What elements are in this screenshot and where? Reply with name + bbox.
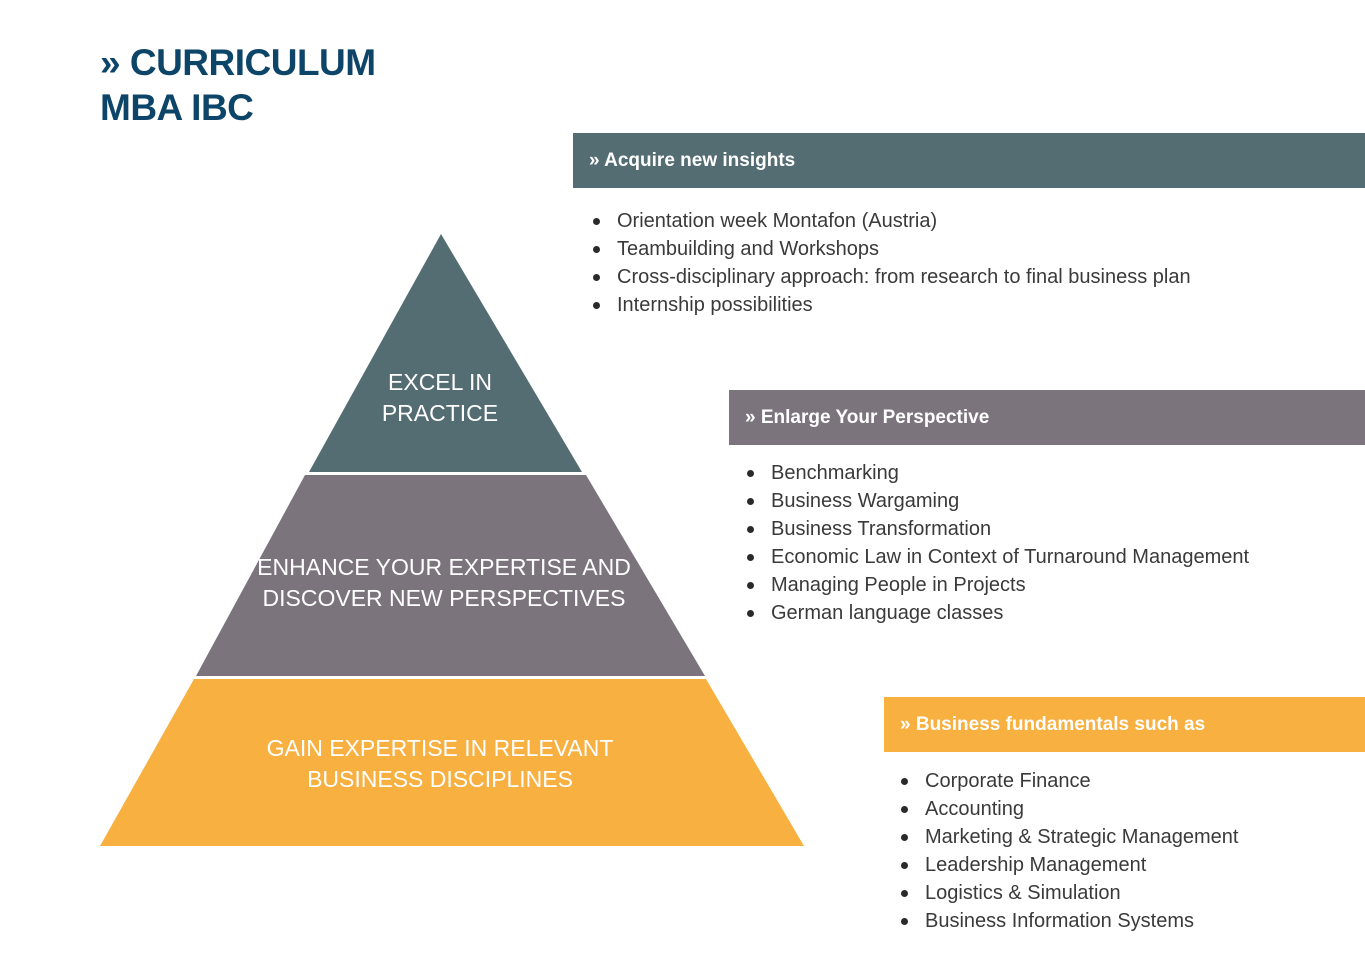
- list-item: Corporate Finance: [897, 767, 1239, 795]
- insights-header-label: » Acquire new insights: [589, 149, 796, 171]
- page-title: » CURRICULUM MBA IBC: [100, 40, 376, 130]
- list-item: Managing People in Projects: [743, 571, 1249, 599]
- list-item: Accounting: [897, 795, 1239, 823]
- list-item: Business Information Systems: [897, 907, 1239, 935]
- list-item: Cross-disciplinary approach: from resear…: [589, 263, 1191, 291]
- insights-header: » Acquire new insights: [573, 133, 1365, 188]
- list-item: German language classes: [743, 599, 1249, 627]
- list-item: Orientation week Montafon (Austria): [589, 207, 1191, 235]
- list-item: Teambuilding and Workshops: [589, 235, 1191, 263]
- list-item: Benchmarking: [743, 459, 1249, 487]
- pyramid-middle-label-line1: ENHANCE YOUR EXPERTISE AND: [257, 554, 631, 580]
- list-item: Economic Law in Context of Turnaround Ma…: [743, 543, 1249, 571]
- fundamentals-header: » Business fundamentals such as: [884, 697, 1365, 752]
- pyramid-tier-top: [309, 234, 582, 472]
- pyramid-bottom-label-line1: GAIN EXPERTISE IN RELEVANT: [266, 735, 614, 761]
- pyramid-tier-middle: [196, 475, 705, 676]
- pyramid-top-label: EXCEL IN PRACTICE: [340, 367, 540, 429]
- perspective-list: Benchmarking Business Wargaming Business…: [743, 459, 1249, 627]
- fundamentals-list: Corporate Finance Accounting Marketing &…: [897, 767, 1239, 935]
- list-item: Internship possibilities: [589, 291, 1191, 319]
- pyramid-top-label-line2: PRACTICE: [381, 400, 499, 426]
- pyramid-bottom-label-line2: BUSINESS DISCIPLINES: [307, 766, 573, 792]
- perspective-header: » Enlarge Your Perspective: [729, 390, 1365, 445]
- list-item: Logistics & Simulation: [897, 879, 1239, 907]
- pyramid-bottom-label: GAIN EXPERTISE IN RELEVANT BUSINESS DISC…: [240, 733, 640, 795]
- list-item: Business Transformation: [743, 515, 1249, 543]
- pyramid-top-label-line1: EXCEL IN: [388, 369, 492, 395]
- pyramid-tier-bottom: [100, 679, 804, 846]
- title-line-1: » CURRICULUM: [100, 42, 376, 83]
- list-item: Leadership Management: [897, 851, 1239, 879]
- list-item: Business Wargaming: [743, 487, 1249, 515]
- list-item: Marketing & Strategic Management: [897, 823, 1239, 851]
- fundamentals-header-label: » Business fundamentals such as: [900, 713, 1206, 735]
- pyramid-middle-label: ENHANCE YOUR EXPERTISE AND DISCOVER NEW …: [244, 552, 644, 614]
- insights-list: Orientation week Montafon (Austria) Team…: [589, 207, 1191, 319]
- pyramid-diagram: [100, 234, 804, 846]
- perspective-header-label: » Enlarge Your Perspective: [745, 406, 990, 428]
- title-line-2: MBA IBC: [100, 87, 254, 128]
- pyramid-middle-label-line2: DISCOVER NEW PERSPECTIVES: [262, 585, 626, 611]
